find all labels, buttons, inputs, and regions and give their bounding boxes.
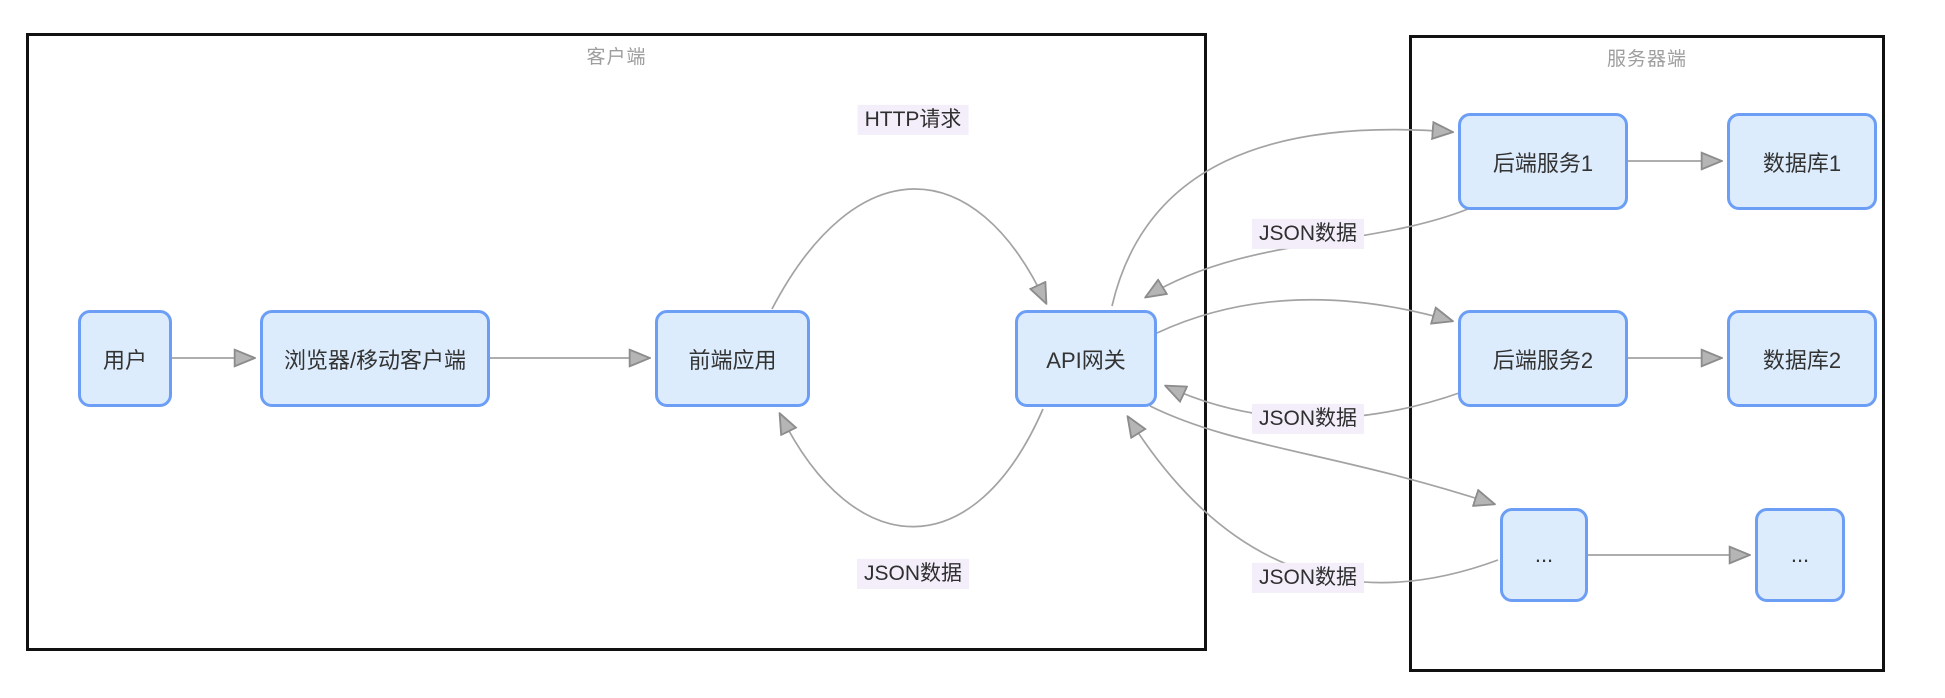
- server-group-title: 服务器端: [1606, 49, 1688, 70]
- client-group-title: 客户端: [586, 47, 647, 68]
- node-backend2: 后端服务2: [1458, 310, 1628, 407]
- node-backend-more-label: ...: [1534, 542, 1554, 567]
- node-frontend: 前端应用: [655, 310, 810, 407]
- node-backend2-label: 后端服务2: [1492, 347, 1594, 373]
- edge-gateway-to-backend1: [1111, 130, 1452, 307]
- node-database-more-label: ...: [1790, 542, 1810, 567]
- edge-label-json-server1: JSON数据: [1251, 218, 1365, 250]
- node-user: 用户: [78, 310, 172, 407]
- edge-backend-more-to-gateway-json: [1128, 417, 1499, 584]
- edge-gateway-to-frontend-json: [780, 408, 1044, 528]
- edge-label-json-server2: JSON数据: [1251, 403, 1365, 435]
- node-database2-label: 数据库2: [1762, 347, 1842, 373]
- node-database1: 数据库1: [1727, 113, 1877, 210]
- edge-gateway-to-backend2: [1156, 298, 1452, 334]
- edge-label-json-server3: JSON数据: [1251, 562, 1365, 594]
- node-api-gateway: API网关: [1015, 310, 1157, 407]
- node-backend1: 后端服务1: [1458, 113, 1628, 210]
- edge-label-json-client: JSON数据: [856, 558, 970, 590]
- node-backend1-label: 后端服务1: [1492, 150, 1594, 176]
- node-frontend-label: 前端应用: [688, 347, 777, 373]
- node-backend-more: ...: [1500, 508, 1588, 602]
- edge-gateway-to-backend-more: [1149, 405, 1494, 504]
- node-user-label: 用户: [102, 347, 147, 373]
- server-group: 服务器端: [1409, 35, 1885, 672]
- node-browser-label: 浏览器/移动客户端: [283, 347, 467, 373]
- node-database2: 数据库2: [1727, 310, 1877, 407]
- node-api-gateway-label: API网关: [1046, 347, 1126, 373]
- edge-label-http-request: HTTP请求: [857, 104, 969, 136]
- edge-frontend-to-gateway-http: [771, 188, 1046, 310]
- node-browser: 浏览器/移动客户端: [260, 310, 490, 407]
- node-database1-label: 数据库1: [1762, 150, 1842, 176]
- client-group: 客户端: [26, 33, 1207, 651]
- node-database-more: ...: [1755, 508, 1845, 602]
